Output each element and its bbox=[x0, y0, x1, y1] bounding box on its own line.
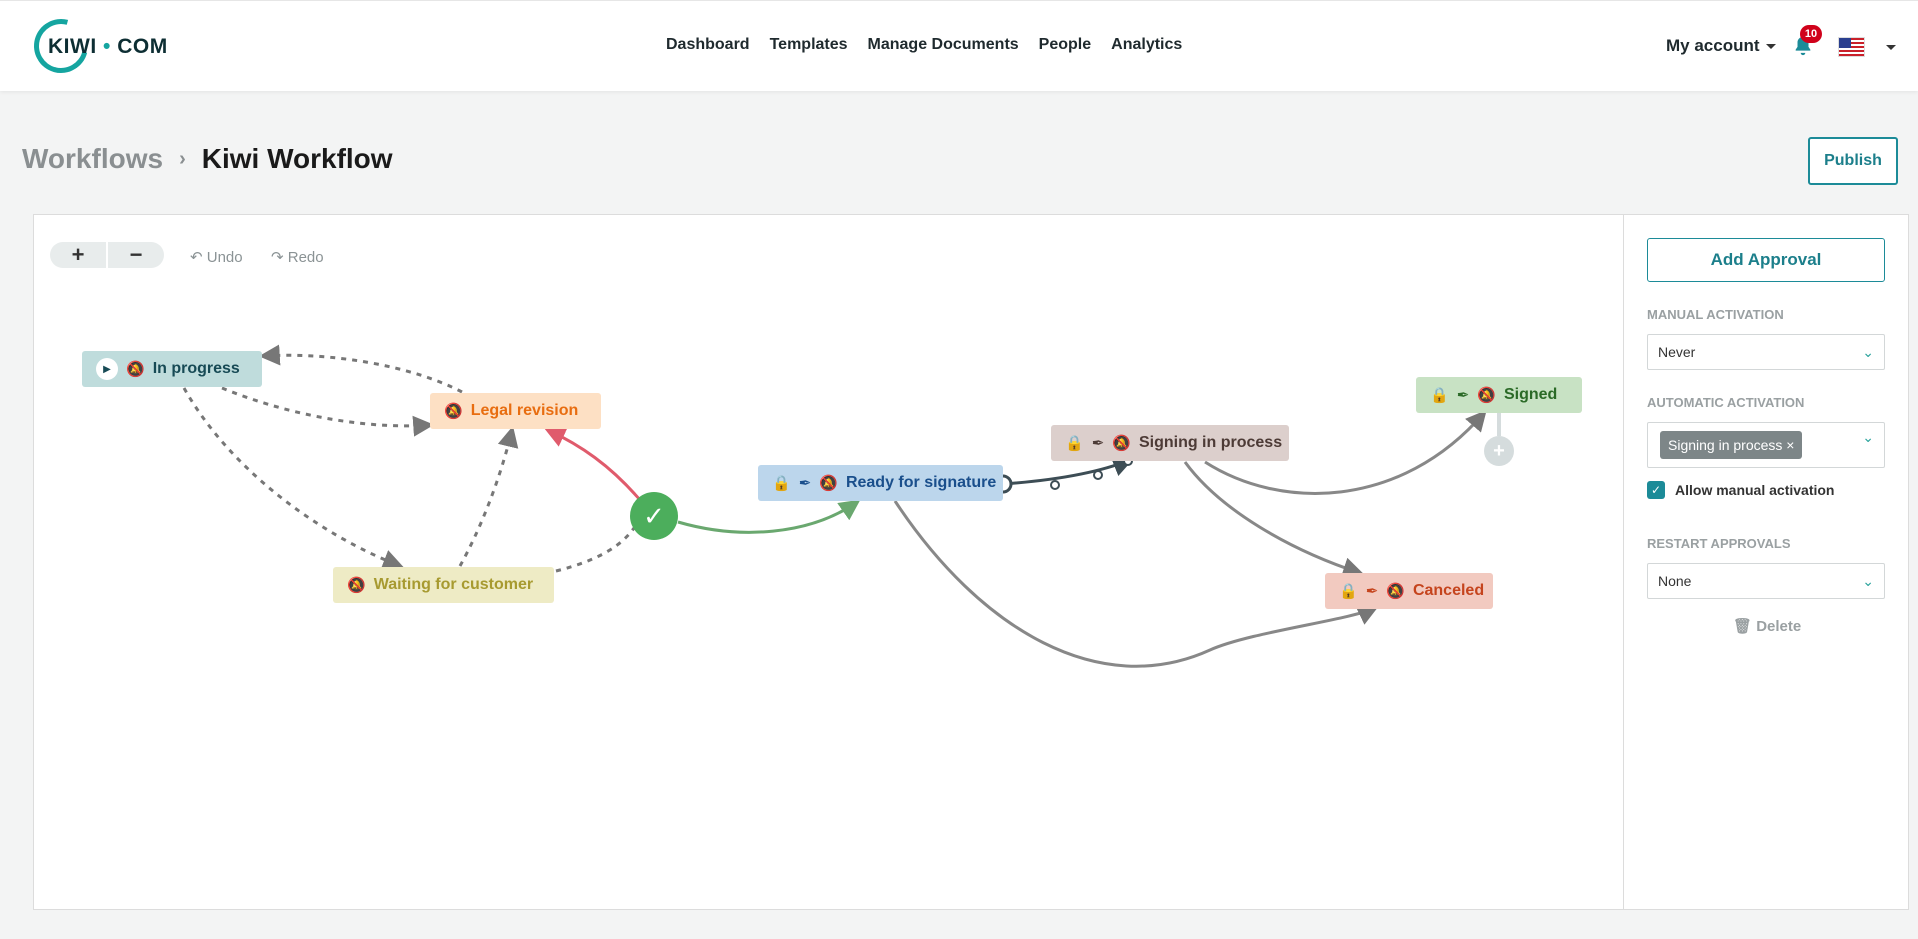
add-transition-icon[interactable]: + bbox=[1484, 436, 1514, 466]
redo-icon: ↷ bbox=[271, 249, 284, 266]
bell-off-icon: 🔕 bbox=[444, 403, 463, 420]
bell-off-icon: 🔕 bbox=[819, 475, 838, 492]
lock-icon: 🔒 bbox=[1339, 583, 1358, 600]
workflow-canvas-panel bbox=[33, 214, 1909, 910]
pen-icon: ✒ bbox=[1456, 387, 1470, 404]
zoom-controls: + − bbox=[50, 242, 164, 268]
top-navigation-bar: KIWI • COM Dashboard Templates Manage Do… bbox=[0, 0, 1918, 91]
lock-icon: 🔒 bbox=[1065, 435, 1084, 452]
node-legal-revision[interactable]: 🔕 Legal revision bbox=[430, 393, 601, 429]
checkbox-label: Allow manual activation bbox=[1675, 482, 1835, 498]
node-signing-in-process[interactable]: 🔒 ✒ 🔕 Signing in process bbox=[1051, 425, 1289, 461]
nav-templates[interactable]: Templates bbox=[769, 36, 848, 53]
edge-waiting-to-check bbox=[555, 527, 636, 573]
nav-analytics[interactable]: Analytics bbox=[1111, 36, 1183, 53]
breadcrumb-workflows[interactable]: Workflows bbox=[22, 143, 164, 174]
restart-approvals-select[interactable]: None ⌄ bbox=[1647, 563, 1885, 599]
page-title: Kiwi Workflow bbox=[201, 143, 393, 174]
nav-people[interactable]: People bbox=[1038, 36, 1092, 53]
my-account-label: My account bbox=[1666, 36, 1760, 55]
node-label: Legal revision bbox=[470, 402, 579, 419]
node-ready-for-signature[interactable]: 🔒 ✒ 🔕 Ready for signature bbox=[758, 465, 1003, 501]
zoom-in-button[interactable]: + bbox=[50, 242, 106, 268]
select-value: Never bbox=[1658, 344, 1696, 360]
select-value: None bbox=[1658, 573, 1692, 589]
node-label: Waiting for customer bbox=[373, 576, 534, 593]
undo-icon: ↶ bbox=[190, 249, 203, 266]
manual-activation-label: Manual activation bbox=[1647, 307, 1784, 322]
pen-icon: ✒ bbox=[1091, 435, 1105, 452]
edge-inprogress-to-waiting bbox=[182, 387, 404, 570]
bell-off-icon: 🔕 bbox=[347, 577, 366, 594]
pen-icon: ✒ bbox=[798, 475, 812, 492]
delete-button[interactable]: 🗑 Delete bbox=[1733, 617, 1801, 635]
language-caret-icon[interactable] bbox=[1886, 45, 1896, 50]
nav-manage-documents[interactable]: Manage Documents bbox=[867, 36, 1019, 53]
us-flag-icon[interactable] bbox=[1838, 37, 1865, 57]
edge-inprogress-to-legal bbox=[221, 386, 435, 437]
chevron-down-icon: ⌄ bbox=[1862, 573, 1874, 589]
edge-ready-to-canceled bbox=[893, 500, 1379, 668]
chevron-down-icon: ⌄ bbox=[1862, 429, 1874, 445]
checkmark-icon[interactable]: ✓ bbox=[1647, 481, 1665, 499]
undo-label: Undo bbox=[206, 249, 243, 266]
allow-manual-activation-checkbox[interactable]: ✓ Allow manual activation bbox=[1647, 481, 1834, 499]
lock-icon: 🔒 bbox=[1430, 387, 1449, 404]
redo-label: Redo bbox=[287, 249, 324, 266]
logo-text-right: COM bbox=[117, 35, 168, 58]
my-account-menu[interactable]: My account bbox=[1666, 36, 1776, 56]
edge-signing-to-canceled bbox=[1183, 461, 1364, 578]
bell-off-icon: 🔕 bbox=[1112, 435, 1131, 452]
delete-label: Delete bbox=[1756, 618, 1802, 635]
node-in-progress[interactable]: ▶ 🔕 In progress bbox=[82, 351, 262, 387]
manual-activation-select[interactable]: Never ⌄ bbox=[1647, 334, 1885, 370]
caret-down-icon bbox=[1765, 43, 1776, 49]
logo-dot: • bbox=[103, 35, 111, 58]
publish-button[interactable]: Publish bbox=[1808, 137, 1898, 185]
automatic-activation-label: Automatic activation bbox=[1647, 395, 1805, 410]
nav-dashboard[interactable]: Dashboard bbox=[666, 36, 750, 53]
breadcrumb: Workflows › Kiwi Workflow bbox=[22, 143, 393, 175]
redo-button[interactable]: ↷ Redo bbox=[271, 248, 324, 266]
edge-control-point-2 bbox=[1093, 470, 1103, 480]
undo-button[interactable]: ↶ Undo bbox=[190, 248, 243, 266]
node-signed[interactable]: 🔒 ✒ 🔕 Signed bbox=[1416, 377, 1582, 413]
bell-off-icon: 🔕 bbox=[1386, 583, 1405, 600]
edge-check-to-legal-reject bbox=[544, 427, 642, 501]
edge-check-to-ready-approve bbox=[677, 499, 861, 534]
kiwi-logo[interactable]: KIWI • COM bbox=[24, 9, 172, 83]
trash-icon: 🗑 bbox=[1733, 618, 1753, 635]
edge-legal-to-inprogress bbox=[258, 344, 463, 394]
lock-icon: 🔒 bbox=[772, 475, 791, 492]
edge-ready-to-signing bbox=[1002, 456, 1134, 486]
edge-control-point-1 bbox=[1050, 480, 1060, 490]
chevron-right-icon: › bbox=[179, 147, 186, 170]
node-label: Canceled bbox=[1412, 582, 1485, 599]
notification-badge: 10 bbox=[1800, 25, 1822, 43]
add-approval-button[interactable]: Add Approval bbox=[1647, 238, 1885, 282]
node-label: In progress bbox=[152, 360, 240, 377]
approval-check-icon[interactable]: ✓ bbox=[630, 492, 678, 540]
node-waiting-for-customer[interactable]: 🔕 Waiting for customer bbox=[333, 567, 554, 603]
edge-signing-to-signed bbox=[1204, 409, 1487, 495]
chevron-down-icon: ⌄ bbox=[1862, 344, 1874, 360]
node-label: Signing in process bbox=[1138, 434, 1283, 451]
node-canceled[interactable]: 🔒 ✒ 🔕 Canceled bbox=[1325, 573, 1493, 609]
edge-waiting-to-legal bbox=[458, 425, 519, 567]
pen-icon: ✒ bbox=[1365, 583, 1379, 600]
restart-approvals-label: Restart approvals bbox=[1647, 536, 1791, 551]
bell-off-icon: 🔕 bbox=[1477, 387, 1496, 404]
logo-text-left: KIWI bbox=[48, 35, 97, 58]
main-nav: Dashboard Templates Manage Documents Peo… bbox=[666, 36, 1182, 54]
properties-sidebar bbox=[1623, 214, 1909, 910]
node-label: Signed bbox=[1503, 386, 1558, 403]
zoom-out-button[interactable]: − bbox=[108, 242, 164, 268]
tag-remove-icon[interactable]: × bbox=[1786, 437, 1795, 453]
automatic-activation-select[interactable]: Signing in process × ⌄ bbox=[1647, 422, 1885, 468]
node-label: Ready for signature bbox=[845, 474, 997, 491]
play-icon[interactable]: ▶ bbox=[96, 358, 118, 380]
selected-tag: Signing in process × bbox=[1660, 431, 1803, 459]
bell-off-icon: 🔕 bbox=[126, 361, 145, 378]
tag-label: Signing in process bbox=[1668, 437, 1783, 453]
